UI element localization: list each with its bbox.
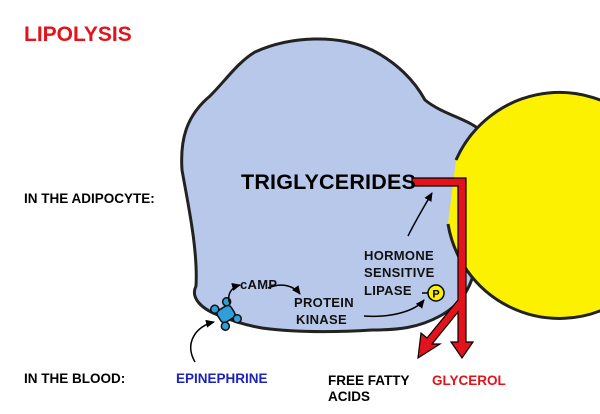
fat-droplet: [446, 90, 600, 320]
triglycerides-label: TRIGLYCERIDES: [241, 170, 417, 194]
receptor-icon: [210, 297, 242, 331]
epinephrine-arrow: [190, 319, 215, 363]
diagram-title: LIPOLYSIS: [24, 23, 132, 46]
camp-label: cAMP: [240, 277, 278, 292]
protein-kinase-label-line1: PROTEIN: [294, 295, 354, 310]
phosphate-symbol: P: [432, 289, 439, 301]
blood-row-label: IN THE BLOOD:: [24, 371, 126, 386]
product-arrow: [411, 177, 475, 360]
lipase-to-triglycerides-arrow: [407, 192, 433, 237]
protein-kinase-label-line2: KINASE: [296, 312, 347, 327]
epinephrine-label: EPINEPHRINE: [176, 371, 268, 386]
kinase-to-lipase-arrow: [363, 299, 425, 318]
glycerol-label: GLYCEROL: [432, 373, 506, 388]
free-fatty-acids-label-line2: ACIDS: [328, 389, 371, 404]
camp-to-kinase-arrow: [267, 284, 301, 295]
adipocyte-row-label: IN THE ADIPOCYTE:: [24, 191, 155, 206]
free-fatty-acids-label-line1: FREE FATTY: [328, 373, 410, 388]
phosphate-circle: [427, 284, 445, 302]
hsl-label-line2: SENSITIVE: [364, 265, 435, 280]
adipocyte-cell: [180, 37, 499, 334]
hsl-label-line3: LIPASE: [364, 283, 412, 298]
hsl-label-line1: HORMONE: [364, 248, 434, 263]
receptor-to-camp-arrow: [228, 283, 241, 305]
